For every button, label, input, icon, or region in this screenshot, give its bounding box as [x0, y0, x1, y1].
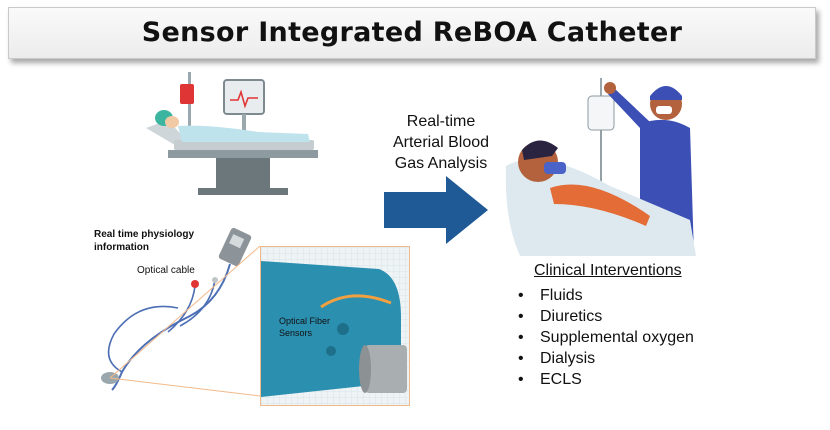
- nurse-figure-icon: [505, 78, 696, 256]
- list-item: •Fluids: [518, 287, 583, 304]
- catheter-device-icon: [101, 227, 261, 397]
- arrow-label-line2: Arterial Blood: [392, 134, 490, 151]
- interventions-title: Clinical Interventions: [534, 262, 682, 279]
- list-item: •ECLS: [518, 371, 582, 388]
- page-title: Sensor Integrated ReBOA Catheter: [141, 17, 683, 48]
- title-banner: Sensor Integrated ReBOA Catheter: [8, 7, 816, 59]
- bullet-icon: •: [518, 329, 524, 346]
- physiology-label-line1: Real time physiology: [94, 229, 195, 240]
- arrow-label-line1: Real-time: [406, 113, 476, 130]
- fiber-label-line2: Sensors: [279, 328, 313, 338]
- fiber-label-line1: Optical Fiber: [279, 316, 331, 326]
- bullet-icon: •: [518, 308, 524, 325]
- hospital-bed-icon: [146, 72, 318, 195]
- interventions-list: •Fluids •Diuretics •Supplemental oxygen …: [518, 285, 694, 390]
- bullet-icon: •: [518, 371, 524, 388]
- zoom-inset: [260, 246, 410, 406]
- bullet-icon: •: [518, 287, 524, 304]
- list-item: •Diuretics: [518, 308, 603, 325]
- catheter-body-icon: [261, 247, 409, 405]
- iv-bag-icon: [587, 78, 615, 228]
- arrow-label-line3: Gas Analysis: [394, 155, 488, 172]
- optical-cable-label: Optical cable: [137, 265, 195, 276]
- list-item: •Dialysis: [518, 350, 596, 367]
- physiology-label: Real time physiology information: [94, 228, 194, 254]
- arrow-label: Real-time Arterial Blood Gas Analysis: [371, 111, 511, 174]
- right-arrow-icon: [384, 176, 488, 244]
- optical-fiber-label: Optical Fiber Sensors: [279, 315, 330, 339]
- bullet-icon: •: [518, 350, 524, 367]
- physiology-label-line2: information: [94, 242, 149, 253]
- patient-monitor-icon: [223, 79, 265, 144]
- list-item: •Supplemental oxygen: [518, 329, 694, 346]
